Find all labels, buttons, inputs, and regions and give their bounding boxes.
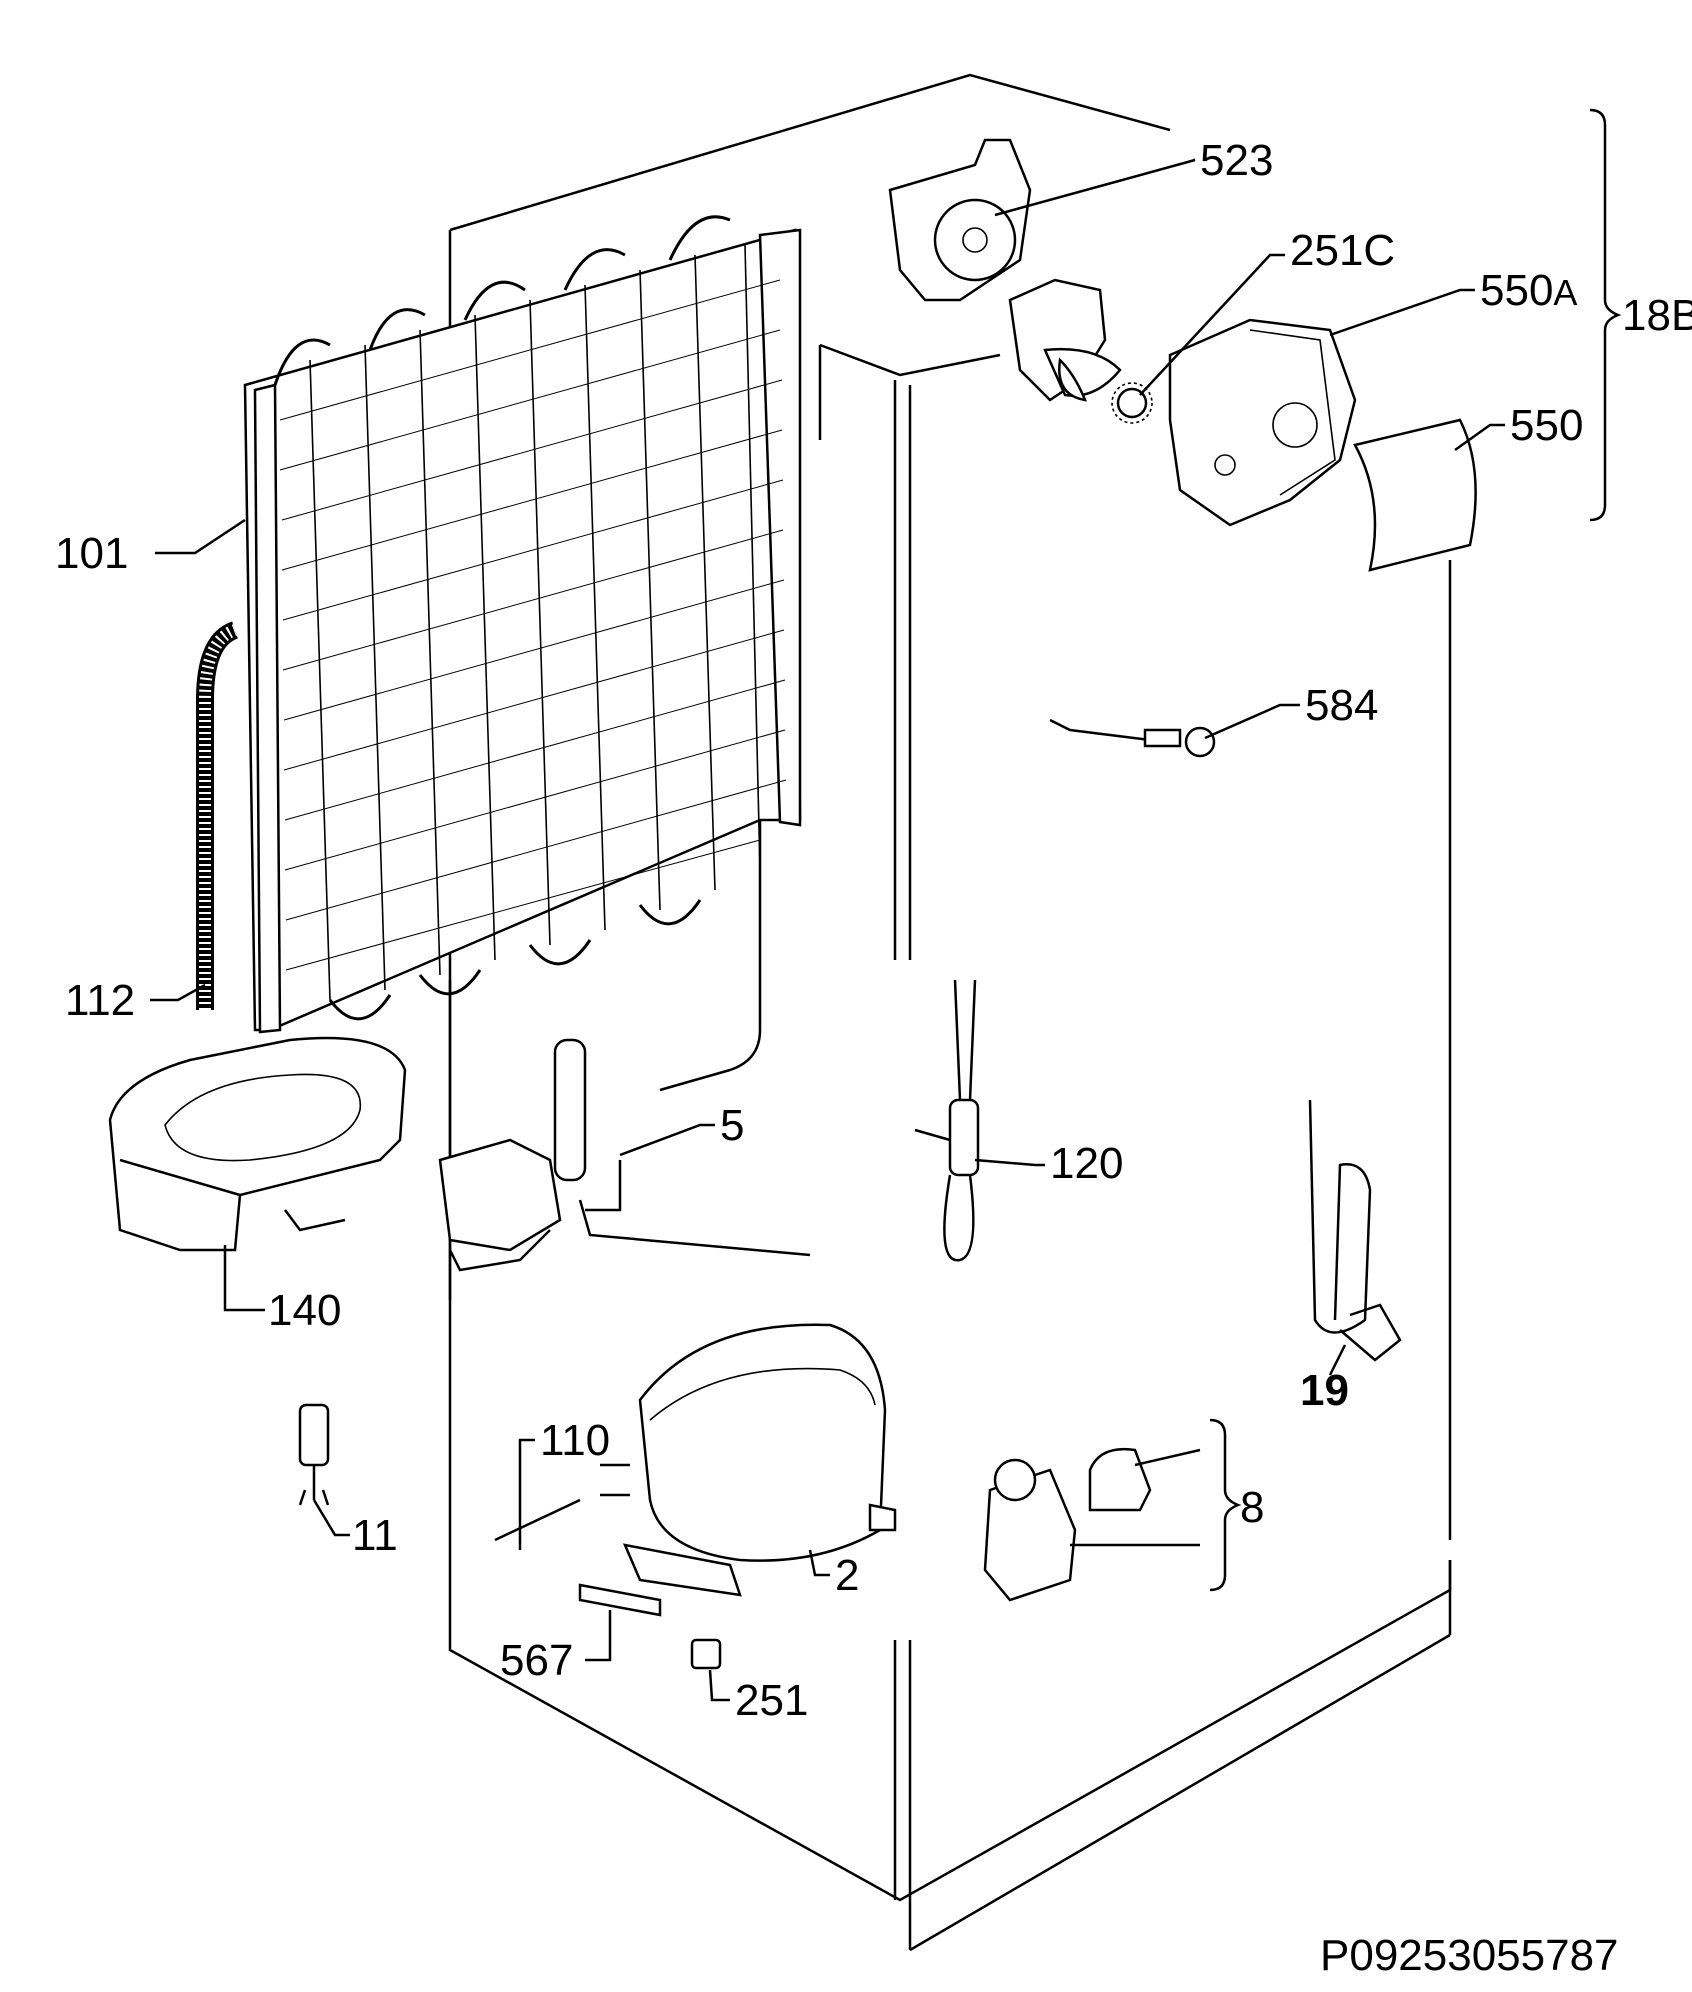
label-5: 5 bbox=[720, 1101, 744, 1150]
thermostat-120 bbox=[914, 979, 980, 1262]
label-120: 120 bbox=[1050, 1139, 1123, 1188]
fan-motor bbox=[1008, 278, 1122, 402]
relay-assembly-8 bbox=[983, 1447, 1152, 1602]
drip-tray-140 bbox=[108, 1036, 407, 1252]
drawing-code: P09253055787 bbox=[1320, 1931, 1619, 1980]
plate-567 bbox=[578, 1583, 662, 1617]
grille-550 bbox=[1353, 418, 1477, 572]
fan-cover-550a bbox=[1168, 318, 1357, 527]
label-567: 567 bbox=[500, 1636, 573, 1685]
sensor-584 bbox=[1049, 718, 1216, 758]
label-8: 8 bbox=[1240, 1483, 1264, 1532]
fan-housing-523 bbox=[888, 138, 1032, 302]
label-251c: 251C bbox=[1290, 226, 1395, 275]
label-523: 523 bbox=[1200, 136, 1273, 185]
label-2: 2 bbox=[835, 1551, 859, 1600]
bracket-18b bbox=[1589, 108, 1622, 522]
label-11: 11 bbox=[352, 1511, 398, 1560]
bracket-8 bbox=[1209, 1418, 1242, 1592]
compressor-2 bbox=[600, 1323, 897, 1597]
gear-251c bbox=[1111, 382, 1153, 424]
label-101: 101 bbox=[55, 529, 128, 578]
label-251: 251 bbox=[735, 1676, 808, 1725]
label-110: 110 bbox=[540, 1416, 610, 1465]
label-584: 584 bbox=[1305, 681, 1378, 730]
label-19: 19 bbox=[1300, 1366, 1349, 1415]
condenser-101 bbox=[243, 215, 802, 1092]
label-550a-suffix: A bbox=[1553, 272, 1577, 313]
valve-11 bbox=[298, 1403, 330, 1506]
tube-110 bbox=[494, 1498, 581, 1542]
label-550: 550 bbox=[1510, 401, 1583, 450]
power-cord-19 bbox=[1308, 1099, 1402, 1362]
drain-hose-112 bbox=[196, 621, 239, 1010]
leader-lines bbox=[150, 158, 1505, 1702]
valve-assembly-5 bbox=[438, 1038, 811, 1272]
label-112: 112 bbox=[65, 976, 135, 1025]
label-550a-number: 550 bbox=[1480, 266, 1553, 315]
label-140: 140 bbox=[268, 1286, 341, 1335]
label-18b: 18B bbox=[1622, 291, 1692, 340]
grommet-251 bbox=[690, 1638, 722, 1670]
label-550a: 550A bbox=[1480, 266, 1577, 315]
